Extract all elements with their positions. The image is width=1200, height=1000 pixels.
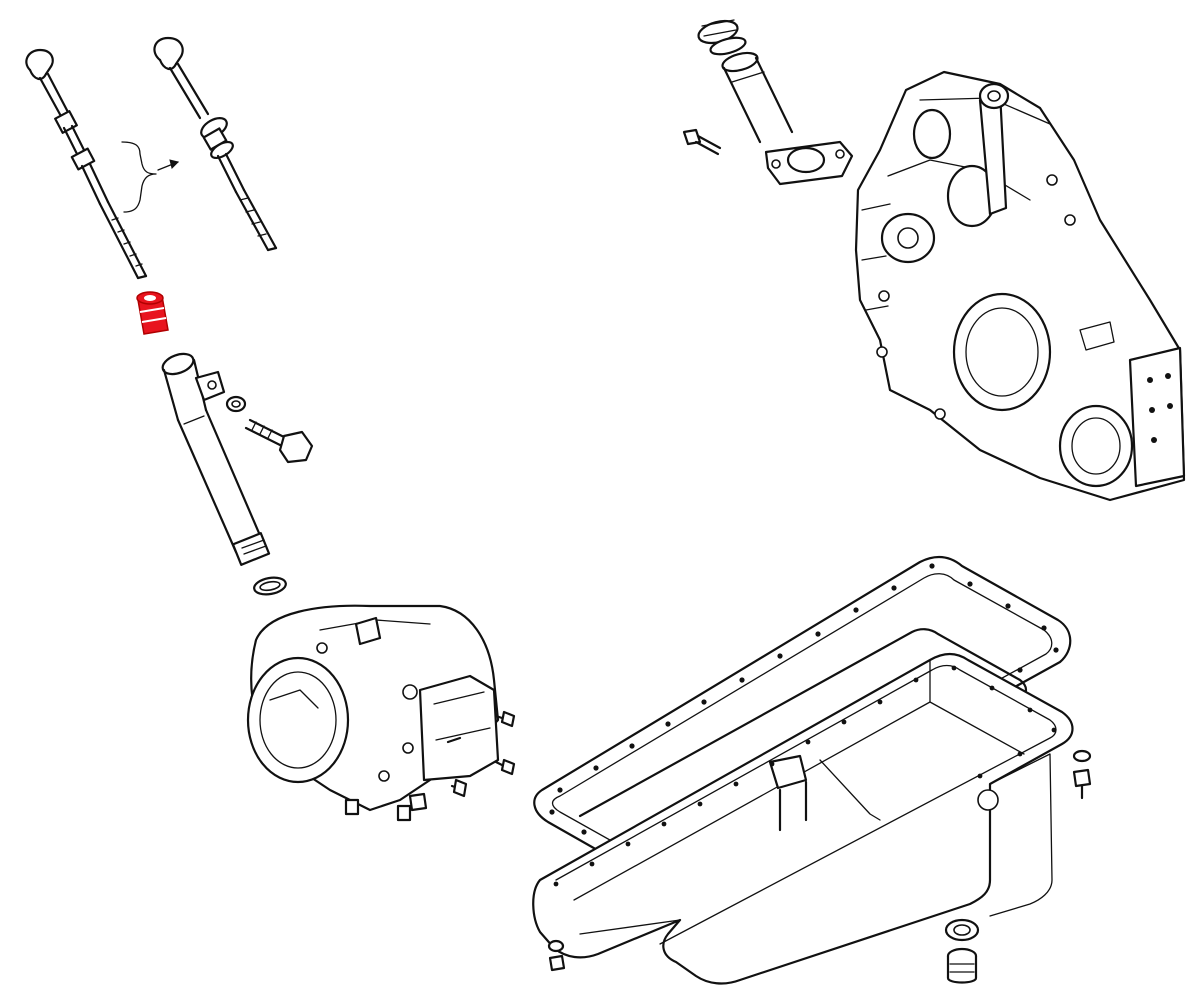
drain-plug[interactable] [946, 947, 978, 984]
oil-filler-tube[interactable] [721, 50, 854, 186]
filler-cap[interactable] [696, 17, 747, 57]
dipstick-tube-plug[interactable] [136, 291, 169, 335]
dipstick-short[interactable] [25, 48, 148, 280]
oil-pan-gasket[interactable] [533, 556, 1072, 880]
tube-bolt[interactable] [244, 418, 314, 464]
oil-pan[interactable] [532, 652, 1074, 985]
conversion-bracket [121, 141, 179, 213]
dipstick-tube[interactable] [160, 350, 271, 566]
gear-cover[interactable] [854, 70, 1186, 502]
pan-flange-holes [553, 665, 1057, 887]
filler-bolt[interactable] [682, 128, 722, 156]
tube-washer[interactable] [225, 395, 247, 413]
tube-o-ring[interactable] [253, 575, 287, 596]
drain-washer[interactable] [944, 918, 980, 942]
pan-bolts[interactable] [547, 749, 1092, 972]
arrow-right-icon [169, 159, 179, 169]
dipstick-long[interactable] [153, 36, 278, 252]
flywheel-housing[interactable] [246, 604, 516, 822]
